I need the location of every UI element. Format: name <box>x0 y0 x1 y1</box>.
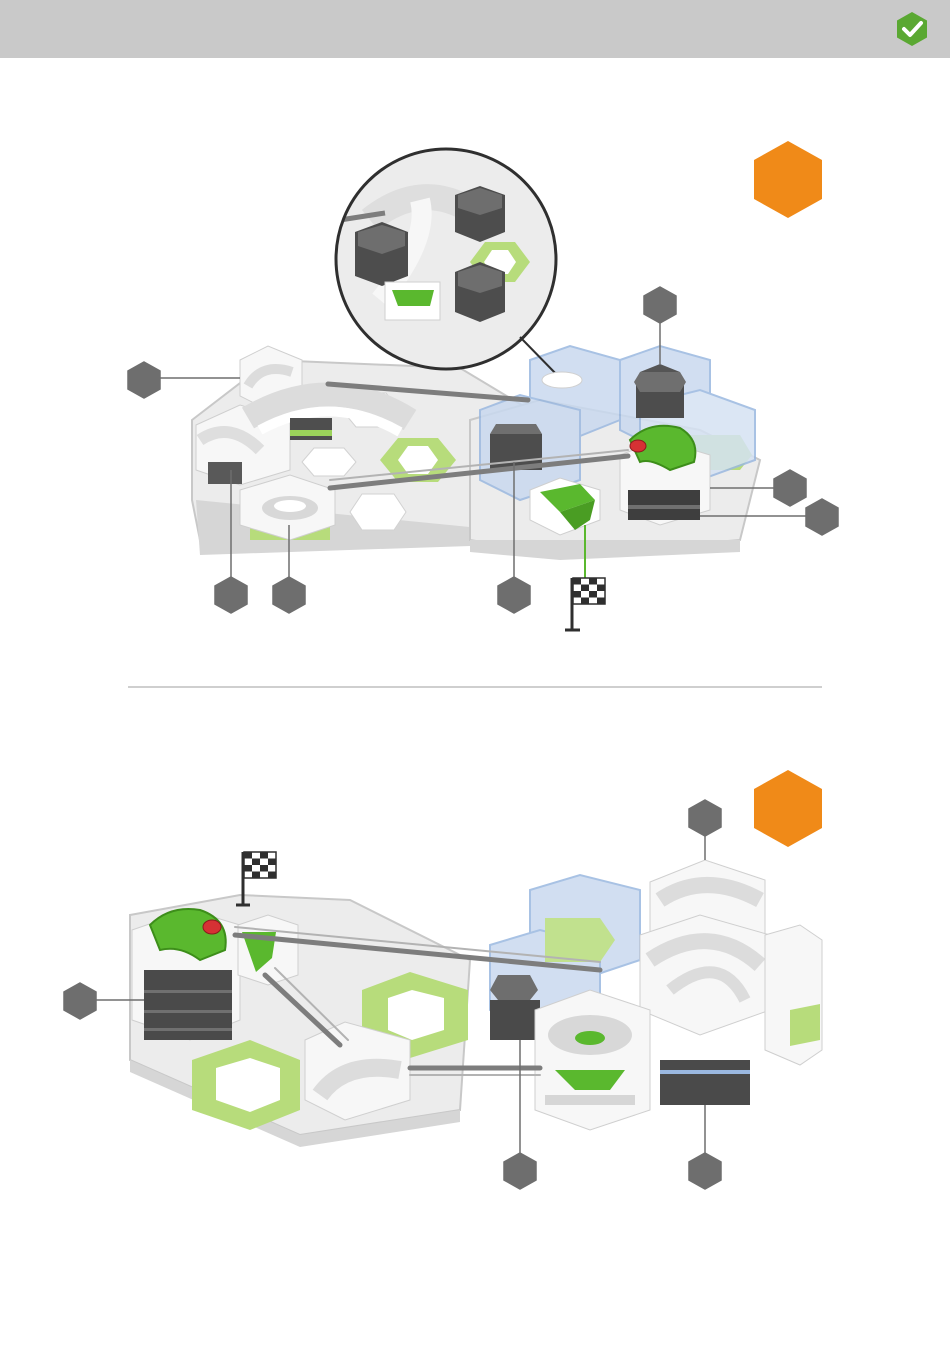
callout-marker <box>64 983 96 1019</box>
callout-marker <box>806 499 838 535</box>
step-1-illustration <box>0 58 950 683</box>
callout-marker <box>498 577 530 613</box>
callout-marker <box>774 470 806 506</box>
callout-marker <box>128 362 160 398</box>
curve-tile <box>305 1022 410 1120</box>
zoom-detail <box>330 149 582 390</box>
step-badge <box>754 141 822 218</box>
callout-marker <box>644 287 676 323</box>
funnel-tile <box>535 990 650 1130</box>
header-bar <box>0 0 950 58</box>
step-2-illustration <box>0 690 950 1220</box>
section-divider <box>128 686 822 688</box>
callout-marker <box>273 577 305 613</box>
callout-marker <box>215 577 247 613</box>
step-badge <box>754 770 822 847</box>
callout-marker <box>689 800 721 836</box>
check-icon <box>894 11 930 47</box>
callout-marker <box>504 1153 536 1189</box>
callout-marker <box>689 1153 721 1189</box>
